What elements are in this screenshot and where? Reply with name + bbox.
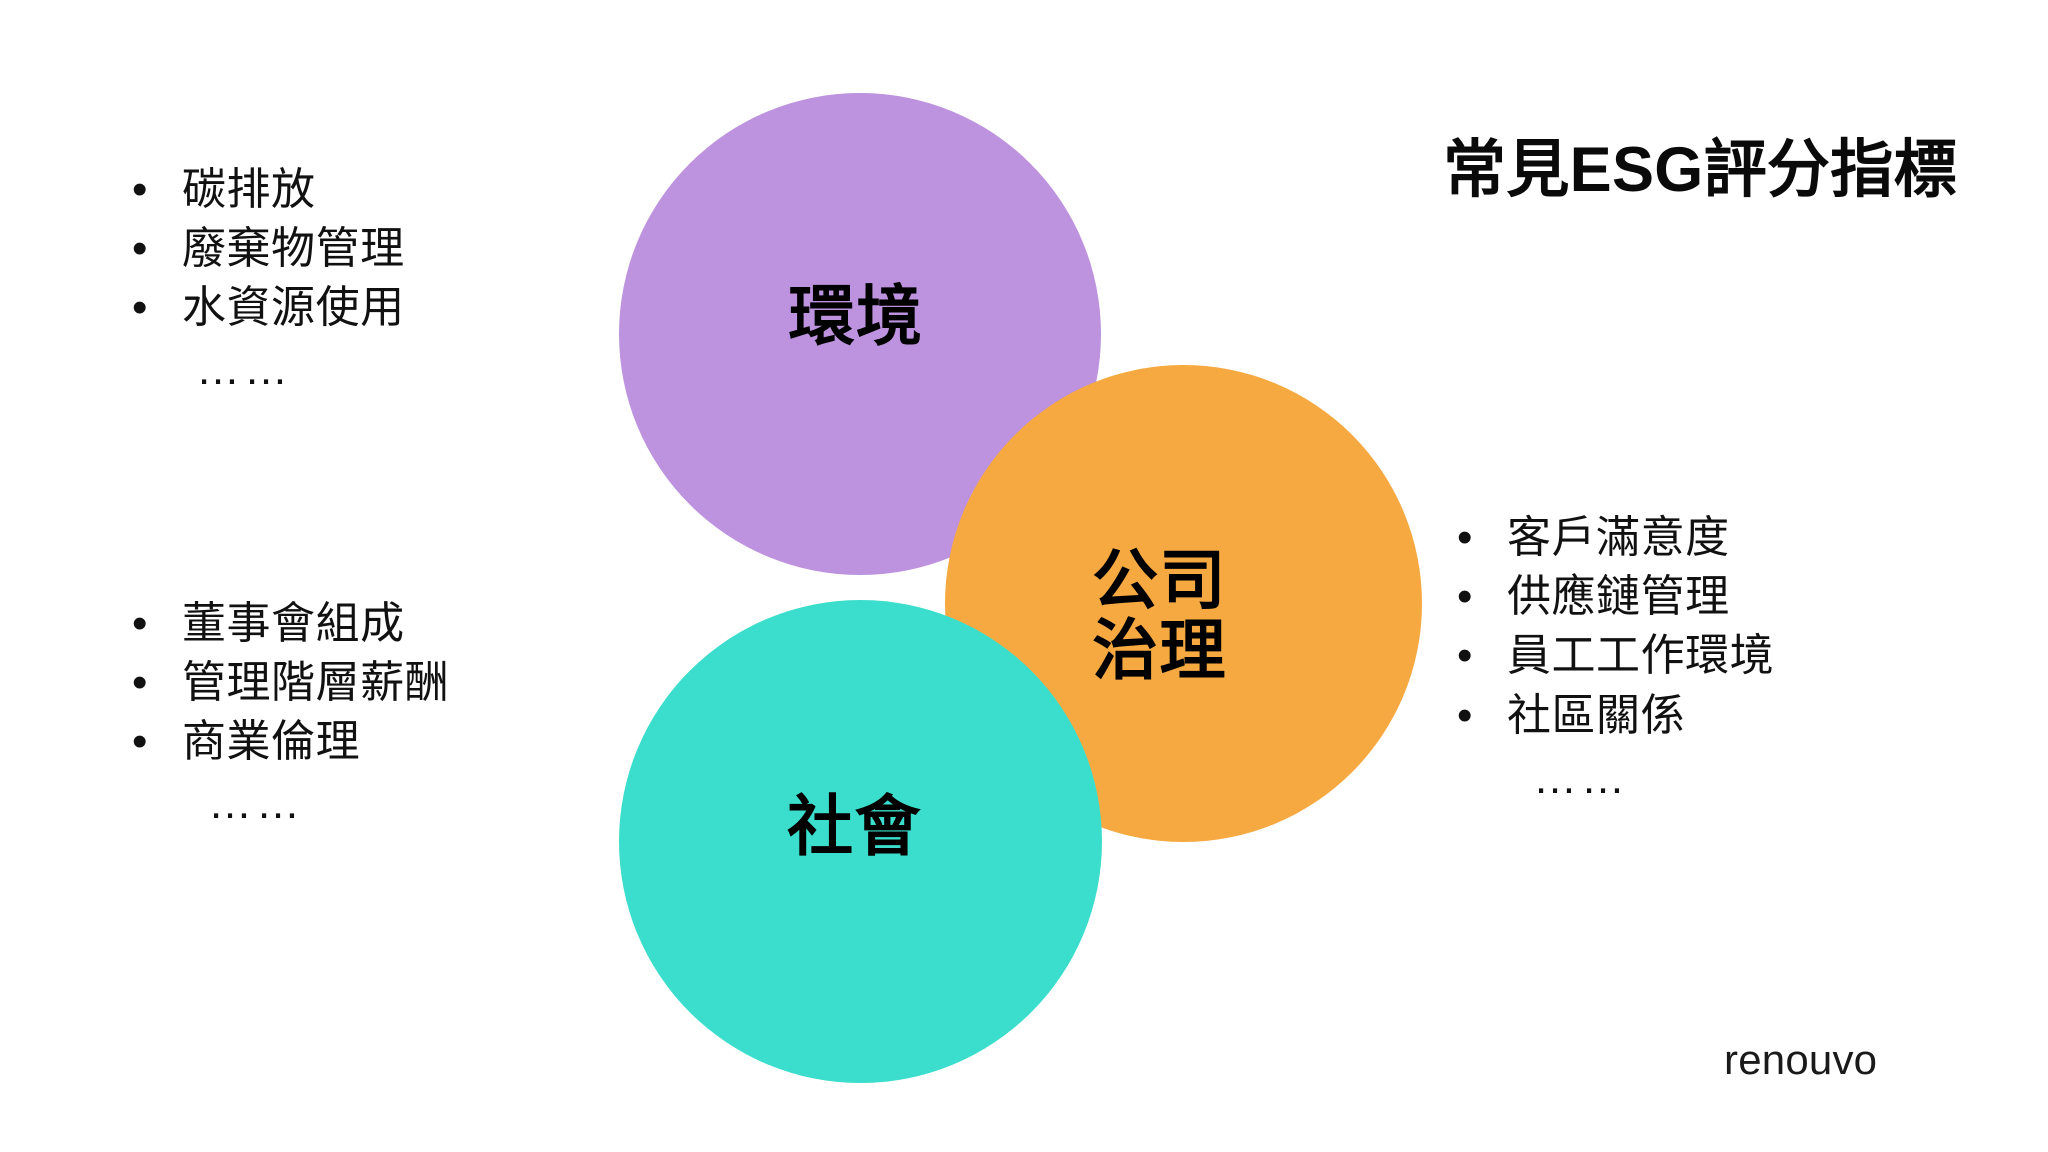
- list-item-label: 供應鏈管理: [1507, 572, 1730, 622]
- list-item-label: 員工工作環境: [1507, 631, 1775, 681]
- circle-environment: 環境: [619, 93, 1101, 575]
- bullet-dot-icon: •: [132, 224, 148, 274]
- list-item-label: 社區關係: [1507, 690, 1686, 740]
- circle-social: 社會: [619, 600, 1102, 1083]
- list-ellipsis: ……: [1533, 753, 1629, 803]
- list-item: • 水資源使用: [118, 278, 588, 337]
- list-item: • 碳排放: [118, 160, 588, 219]
- list-item-label: 董事會組成: [182, 599, 405, 648]
- circle-governance: 公司 治理: [945, 365, 1422, 842]
- brand-watermark: renouvo: [1724, 1036, 1878, 1083]
- list-item: • 客戶滿意度: [1443, 508, 1973, 567]
- list-item: • 廢棄物管理: [118, 219, 588, 278]
- bullet-dot-icon: •: [132, 165, 148, 214]
- circle-social-label: 社會: [787, 788, 922, 863]
- list-item: • 管理階層薪酬: [118, 653, 608, 712]
- bullet-dot-icon: •: [132, 717, 148, 767]
- bullet-dot-icon: •: [1457, 572, 1473, 622]
- bullet-dot-icon: •: [1457, 513, 1473, 562]
- bullet-dot-icon: •: [132, 599, 148, 648]
- list-item: • 社區關係: [1443, 686, 1973, 745]
- bullet-dot-icon: •: [1457, 690, 1473, 740]
- page-title: 常見ESG評分指標: [1443, 135, 1957, 205]
- list-governance-indicators: • 董事會組成 • 管理階層薪酬 • 商業倫理 ……: [118, 594, 608, 830]
- list-item: • 董事會組成: [118, 594, 608, 653]
- bullet-dot-icon: •: [132, 283, 148, 333]
- list-ellipsis: ……: [196, 344, 292, 394]
- circle-environment-label: 環境: [788, 279, 924, 354]
- list-item-label: 碳排放: [182, 165, 316, 214]
- list-item: • 員工工作環境: [1443, 626, 1973, 685]
- list-item-label: 商業倫理: [182, 717, 361, 767]
- list-item: • 商業倫理: [118, 712, 608, 771]
- list-item: • 供應鏈管理: [1443, 567, 1973, 626]
- list-item-label: 管理階層薪酬: [182, 658, 450, 708]
- bullet-dot-icon: •: [1457, 631, 1473, 681]
- circle-governance-label: 公司 治理: [1092, 542, 1227, 687]
- list-social-indicators: • 客戶滿意度 • 供應鏈管理 • 員工工作環境 • 社區關係 ……: [1443, 508, 1973, 805]
- bullet-dot-icon: •: [132, 658, 148, 708]
- list-item-label: 廢棄物管理: [182, 224, 405, 274]
- list-environment-indicators: • 碳排放 • 廢棄物管理 • 水資源使用 ……: [118, 160, 588, 396]
- list-item-label: 客戶滿意度: [1507, 513, 1730, 562]
- list-ellipsis: ……: [208, 778, 304, 828]
- list-item-label: 水資源使用: [182, 283, 405, 333]
